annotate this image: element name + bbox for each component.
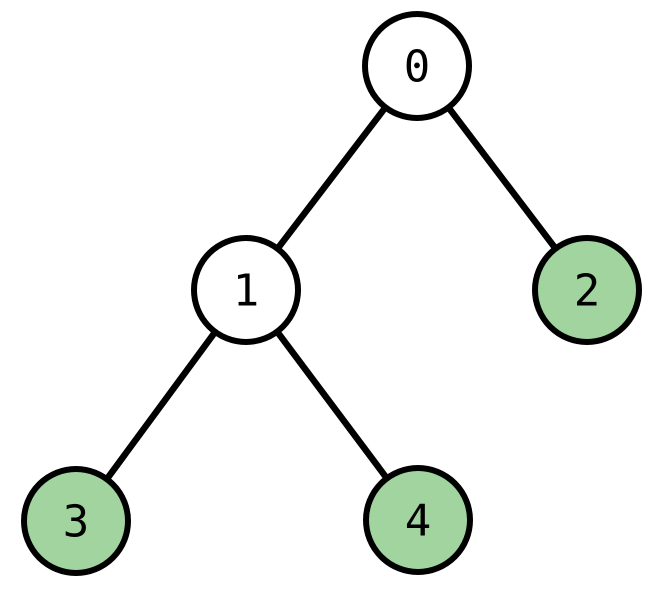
node-circle-1 <box>191 235 301 345</box>
tree-node-4: 4 <box>363 465 473 575</box>
node-circle-4 <box>363 465 473 575</box>
tree-node-1: 1 <box>191 235 301 345</box>
edges-layer <box>72 62 591 525</box>
node-label-2: 2 <box>574 265 601 316</box>
node-label-1: 1 <box>233 265 260 316</box>
node-circle-3 <box>21 466 131 576</box>
node-label-4: 4 <box>405 495 432 546</box>
tree-node-0: 0 <box>362 11 472 121</box>
node-circle-2 <box>532 235 642 345</box>
node-circle-0 <box>362 11 472 121</box>
node-label-0: 0 <box>404 41 431 92</box>
nodes-layer: 0 1 2 3 4 <box>21 11 642 576</box>
node-label-3: 3 <box>63 496 90 547</box>
tree-node-2: 2 <box>532 235 642 345</box>
tree-node-3: 3 <box>21 466 131 576</box>
